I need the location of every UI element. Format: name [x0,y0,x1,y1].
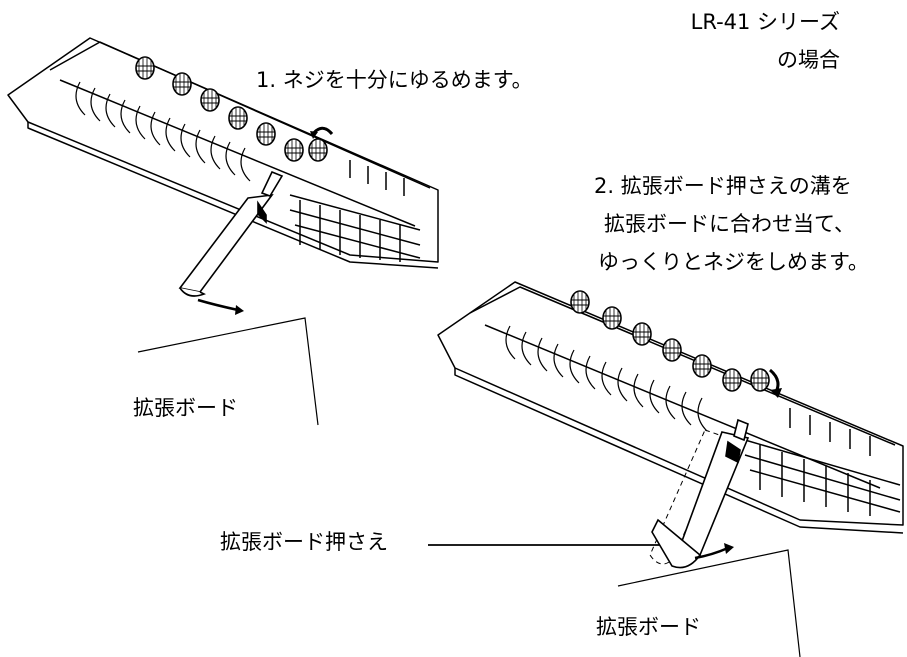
step2-text-line1: 2. 拡張ボード押さえの溝を [594,174,852,198]
step1-text: 1. ネジを十分にゆるめます。 [256,68,533,92]
series-title-line1: LR-41 シリーズ [690,10,840,34]
top-chassis [7,37,439,269]
board-label-bottom: 拡張ボード [596,615,701,639]
series-title-line2: の場合 [777,48,840,72]
bottom-chassis [437,281,904,534]
board-label-top: 拡張ボード [133,396,238,420]
top-holder [178,170,284,297]
tighten-arrow-icon [769,368,780,393]
top-board-outline [137,317,319,426]
bottom-holder [651,418,750,569]
holder-ghost [649,429,729,565]
bottom-board-outline [617,549,801,657]
step2-text-line2: 拡張ボードに合わせ当て、 [604,212,855,236]
holder-label: 拡張ボード押さえ [220,530,388,554]
step2-text-line3: ゆっくりとネジをしめます。 [598,250,869,274]
